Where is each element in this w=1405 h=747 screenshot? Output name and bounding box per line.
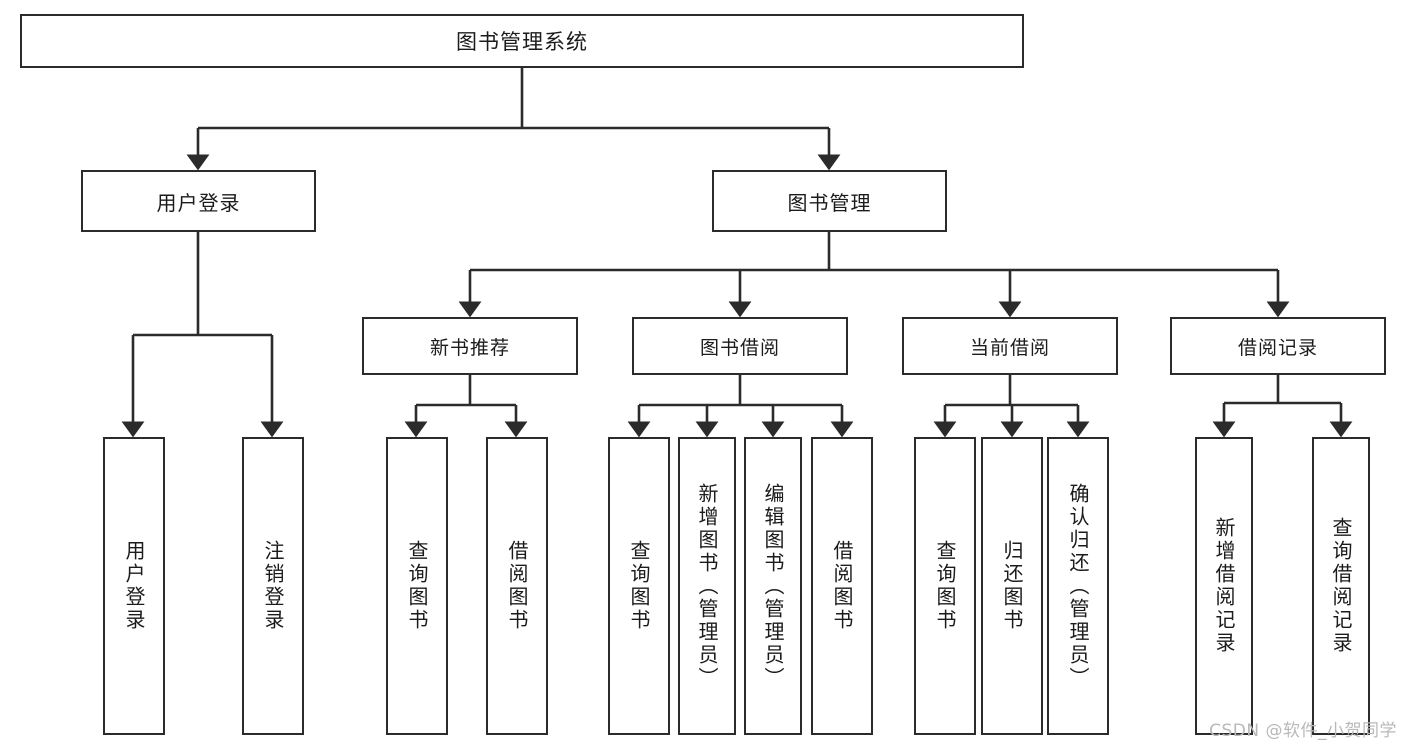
node-label: 图书借阅 <box>699 336 780 359</box>
node-book-management[interactable]: 图书管理 <box>712 170 947 232</box>
node-user-login[interactable]: 用户登录 <box>81 170 316 232</box>
node-label: 查询借阅记录 <box>1329 517 1353 655</box>
leaf-new-book-query[interactable]: 查询图书 <box>386 437 448 735</box>
leaf-current-borrow-confirm-return[interactable]: 确认归还（管理员） <box>1047 437 1109 735</box>
node-current-borrow[interactable]: 当前借阅 <box>902 317 1118 375</box>
node-label: 新增图书（管理员） <box>695 482 719 690</box>
leaf-book-borrow-query[interactable]: 查询图书 <box>608 437 670 735</box>
node-label: 确认归还（管理员） <box>1066 482 1090 690</box>
node-label: 查询图书 <box>933 540 957 632</box>
node-borrow-record[interactable]: 借阅记录 <box>1170 317 1386 375</box>
node-label: 用户登录 <box>156 190 241 215</box>
csdn-watermark: CSDN @软件_小贺同学 <box>1209 721 1397 741</box>
node-label: 编辑图书（管理员） <box>761 482 785 690</box>
node-label: 归还图书 <box>1000 540 1024 632</box>
node-root-system[interactable]: 图书管理系统 <box>20 14 1024 68</box>
node-label: 查询图书 <box>405 540 429 632</box>
node-new-book-recommend[interactable]: 新书推荐 <box>362 317 578 375</box>
node-book-borrow[interactable]: 图书借阅 <box>632 317 848 375</box>
node-label: 注销登录 <box>261 540 285 632</box>
node-label: 图书管理系统 <box>456 30 588 54</box>
node-label: 借阅图书 <box>505 540 529 632</box>
node-label: 查询图书 <box>627 540 651 632</box>
node-label: 用户登录 <box>122 540 146 632</box>
leaf-new-book-borrow[interactable]: 借阅图书 <box>486 437 548 735</box>
node-label: 图书管理 <box>787 190 872 215</box>
leaf-book-borrow-add[interactable]: 新增图书（管理员） <box>678 437 736 735</box>
leaf-book-borrow-lend[interactable]: 借阅图书 <box>811 437 873 735</box>
leaf-user-login-signout[interactable]: 注销登录 <box>242 437 304 735</box>
leaf-current-borrow-query[interactable]: 查询图书 <box>914 437 976 735</box>
leaf-book-borrow-edit[interactable]: 编辑图书（管理员） <box>744 437 802 735</box>
node-label: 当前借阅 <box>969 336 1050 359</box>
node-label: 借阅图书 <box>830 540 854 632</box>
leaf-current-borrow-return[interactable]: 归还图书 <box>981 437 1043 735</box>
leaf-borrow-record-query[interactable]: 查询借阅记录 <box>1312 437 1370 735</box>
node-label: 借阅记录 <box>1237 336 1318 359</box>
leaf-user-login-signin[interactable]: 用户登录 <box>103 437 165 735</box>
leaf-borrow-record-add[interactable]: 新增借阅记录 <box>1195 437 1253 735</box>
node-label: 新增借阅记录 <box>1212 517 1236 655</box>
node-label: 新书推荐 <box>429 336 510 359</box>
